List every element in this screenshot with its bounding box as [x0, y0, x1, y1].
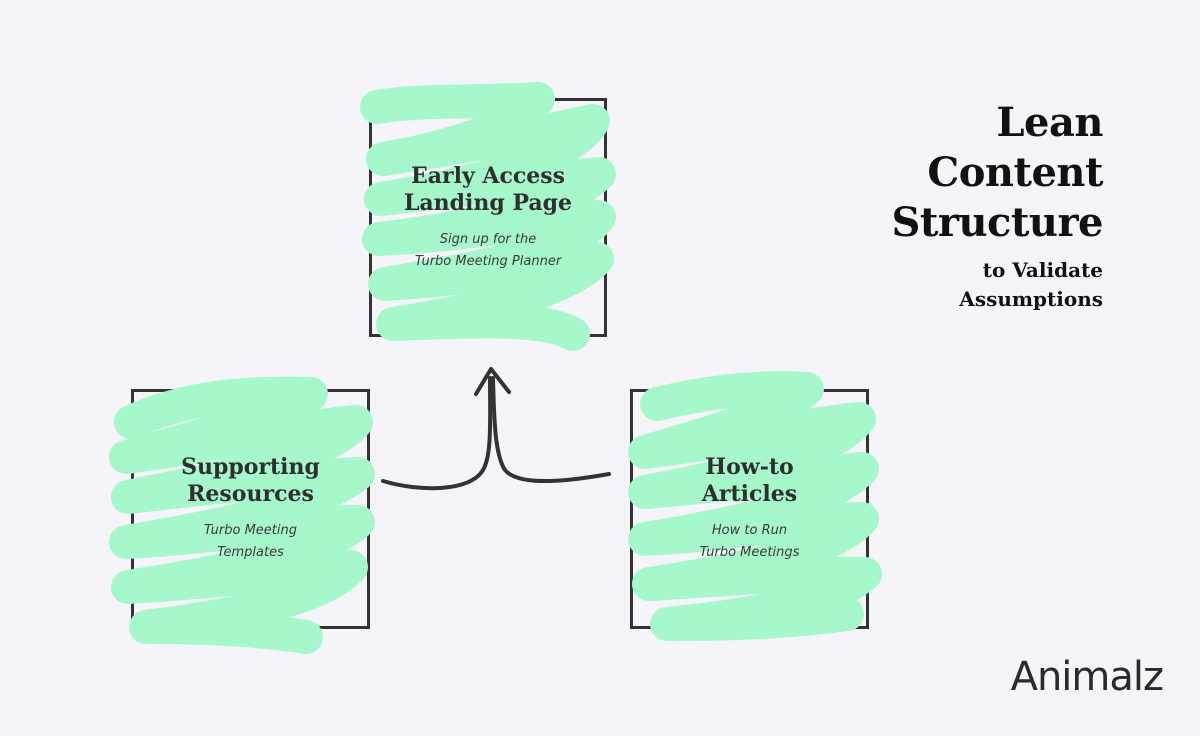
arrow-head	[474, 367, 511, 396]
node-supporting-resources: Supporting Resources Turbo Meeting Templ…	[109, 376, 375, 654]
node-subtitle-line: Turbo Meeting Planner	[414, 253, 562, 269]
node-content: How-to Articles How to Run Turbo Meeting…	[633, 392, 866, 626]
node-subtitle-line: Templates	[217, 545, 284, 560]
node-title-line: Early Access	[410, 162, 566, 189]
node-title-line: Resources	[187, 481, 314, 507]
node-content: Supporting Resources Turbo Meeting Templ…	[134, 392, 367, 626]
heading-subtitle: to Validate Assumptions	[892, 256, 1103, 314]
node-early-access-landing-page: Early Access Landing Page Sign up for th…	[360, 82, 616, 351]
animalz-logo: Animalz	[1010, 654, 1164, 700]
heading-title: Lean Content Structure	[891, 98, 1104, 248]
node-subtitle: Turbo Meeting Templates	[204, 520, 297, 564]
green-highlight	[628, 371, 882, 641]
arrow-left-branch	[381, 376, 493, 491]
heading-title-line: Content	[927, 149, 1103, 196]
arrow-right-branch	[491, 376, 611, 484]
node-title: Early Access Landing Page	[404, 163, 572, 217]
node-content: Early Access Landing Page Sign up for th…	[372, 101, 604, 334]
node-subtitle-line: Turbo Meetings	[699, 545, 800, 560]
node-title-line: Landing Page	[403, 189, 573, 216]
heading-title-line: Structure	[891, 199, 1104, 246]
node-subtitle: How to Run Turbo Meetings	[700, 520, 800, 564]
node-title: Supporting Resources	[181, 454, 320, 508]
heading-title-line: Lean	[996, 99, 1103, 146]
green-highlight	[360, 82, 616, 351]
diagram-heading: Lean Content Structure to Validate Assum…	[891, 98, 1104, 314]
green-highlight	[109, 376, 375, 654]
node-how-to-articles: How-to Articles How to Run Turbo Meeting…	[628, 371, 882, 641]
node-title-line: Supporting	[181, 454, 320, 480]
node-title-line: Articles	[701, 481, 798, 507]
heading-subtitle-line: to Validate	[982, 258, 1103, 282]
heading-subtitle-line: Assumptions	[959, 287, 1103, 311]
node-subtitle: Sign up for the Turbo Meeting Planner	[415, 229, 561, 273]
node-title-line: How-to	[705, 454, 794, 480]
node-subtitle-line: How to Run	[711, 523, 788, 538]
node-subtitle-line: Sign up for the	[439, 231, 537, 247]
node-subtitle-line: Turbo Meeting	[204, 523, 297, 538]
node-title: How-to Articles	[702, 454, 797, 508]
